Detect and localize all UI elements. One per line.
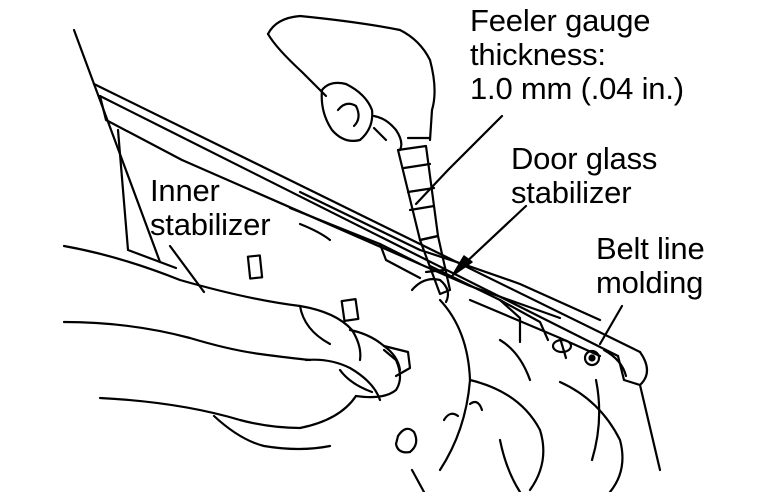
- inner-stabilizer-label-line-1: Inner: [150, 173, 220, 208]
- leader-door-glass-stabilizer: [460, 204, 528, 268]
- feeler-gauge-label-line-1: Feeler gauge: [470, 3, 651, 38]
- upper-hand: [266, 14, 436, 152]
- door-panel: [72, 28, 662, 472]
- door-clips: [246, 222, 601, 454]
- leader-feeler-gauge: [414, 114, 504, 206]
- leader-inner-stabilizer: [168, 244, 206, 294]
- belt-line-molding-label: Belt line molding: [596, 232, 705, 300]
- door-inner-structure: [410, 298, 624, 492]
- feeler-gauge-label: Feeler gauge thickness: 1.0 mm (.04 in.): [470, 4, 684, 106]
- inner-stabilizer-label: Inner stabilizer: [150, 173, 271, 242]
- inner-stabilizer-label-line-2: stabilizer: [150, 207, 271, 242]
- belt-line-molding-label-line-2: molding: [596, 265, 704, 300]
- door-glass-stabilizer-label: Door glass stabilizer: [511, 142, 657, 210]
- feeler-gauge-tool: [396, 144, 452, 304]
- leader-arrowhead: [451, 255, 473, 277]
- door-glass-stabilizer-label-line-1: Door glass: [511, 141, 658, 176]
- feeler-gauge-label-line-3: 1.0 mm (.04 in.): [470, 71, 684, 106]
- belt-line-molding-label-line-1: Belt line: [596, 231, 705, 266]
- lower-hand: [62, 244, 412, 451]
- feeler-gauge-label-line-2: thickness:: [470, 37, 606, 72]
- door-glass-stabilizer-label-line-2: stabilizer: [511, 175, 632, 210]
- leader-belt-line-molding: [598, 304, 624, 346]
- leader-lines: [168, 114, 624, 346]
